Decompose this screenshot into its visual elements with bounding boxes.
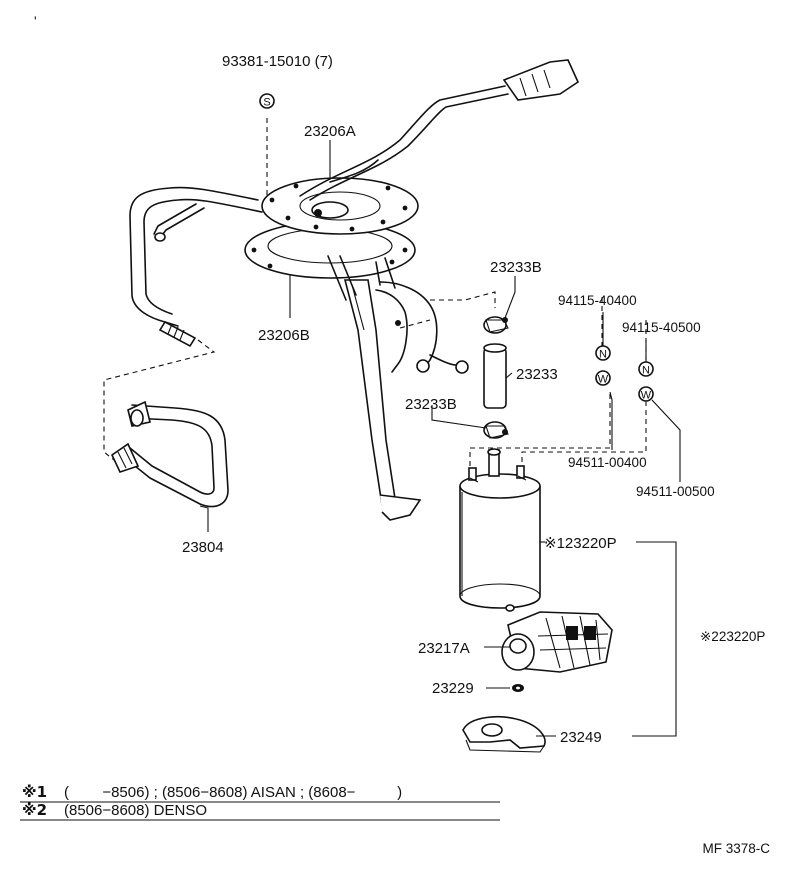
label-gauge-gasket: 23206B xyxy=(258,327,310,344)
fuel-filter xyxy=(501,611,613,673)
corner-mark: ' xyxy=(34,14,37,29)
label-filter: 23217A xyxy=(418,640,470,657)
fuel-pipe-23804 xyxy=(110,400,229,508)
footnote-1-mark: ※1 xyxy=(22,783,47,801)
label-clamp-upper: 23233B xyxy=(490,259,542,276)
label-bolt: 93381-15010 (7) xyxy=(222,53,333,70)
footnote-2-text: (8506−8608) DENSO xyxy=(64,802,207,819)
footnotes: ※1 ( −8506) ; (8506−8608) AISAN ; (8608−… xyxy=(20,783,770,856)
label-pump-2: ※223220P xyxy=(700,629,765,644)
fuel-gauge-assembly xyxy=(129,59,580,521)
figure-code: MF 3378-C xyxy=(702,841,770,856)
washer-symbol-a: W xyxy=(598,374,609,386)
label-nut-a: 94115-40400 xyxy=(558,293,637,308)
symbol-circles: S N W N W xyxy=(259,93,654,402)
label-ring: 23229 xyxy=(432,680,474,697)
hose-clamp-group xyxy=(483,316,509,439)
footnote-1-text: ( −8506) ; (8506−8608) AISAN ; (8608− ) xyxy=(64,784,402,801)
label-washer-b: 94511-00500 xyxy=(636,484,715,499)
bolt-symbol: S xyxy=(263,97,270,109)
cushion-23249 xyxy=(462,716,546,753)
leader-lines xyxy=(199,140,681,737)
part-labels: 93381-15010 (7) 23206A 23206B 23233B 232… xyxy=(182,53,765,746)
label-pipe: 23804 xyxy=(182,539,224,556)
footnote-2-mark: ※2 xyxy=(22,801,47,819)
label-pump-1: ※123220P xyxy=(544,535,617,552)
nut-symbol-a: N xyxy=(599,349,607,361)
label-clamp-lower: 23233B xyxy=(405,396,457,413)
label-hose: 23233 xyxy=(516,366,558,383)
label-nut-b: 94115-40500 xyxy=(622,320,701,335)
fuel-pump xyxy=(459,448,541,612)
label-gauge-upper: 23206A xyxy=(304,123,356,140)
pipe-link-line xyxy=(103,339,216,461)
nut-symbol-b: N xyxy=(642,365,650,377)
label-washer-a: 94511-00400 xyxy=(568,455,647,470)
label-cushion: 23249 xyxy=(560,729,602,746)
ring-23229 xyxy=(512,684,524,692)
washer-symbol-b: W xyxy=(641,390,652,402)
